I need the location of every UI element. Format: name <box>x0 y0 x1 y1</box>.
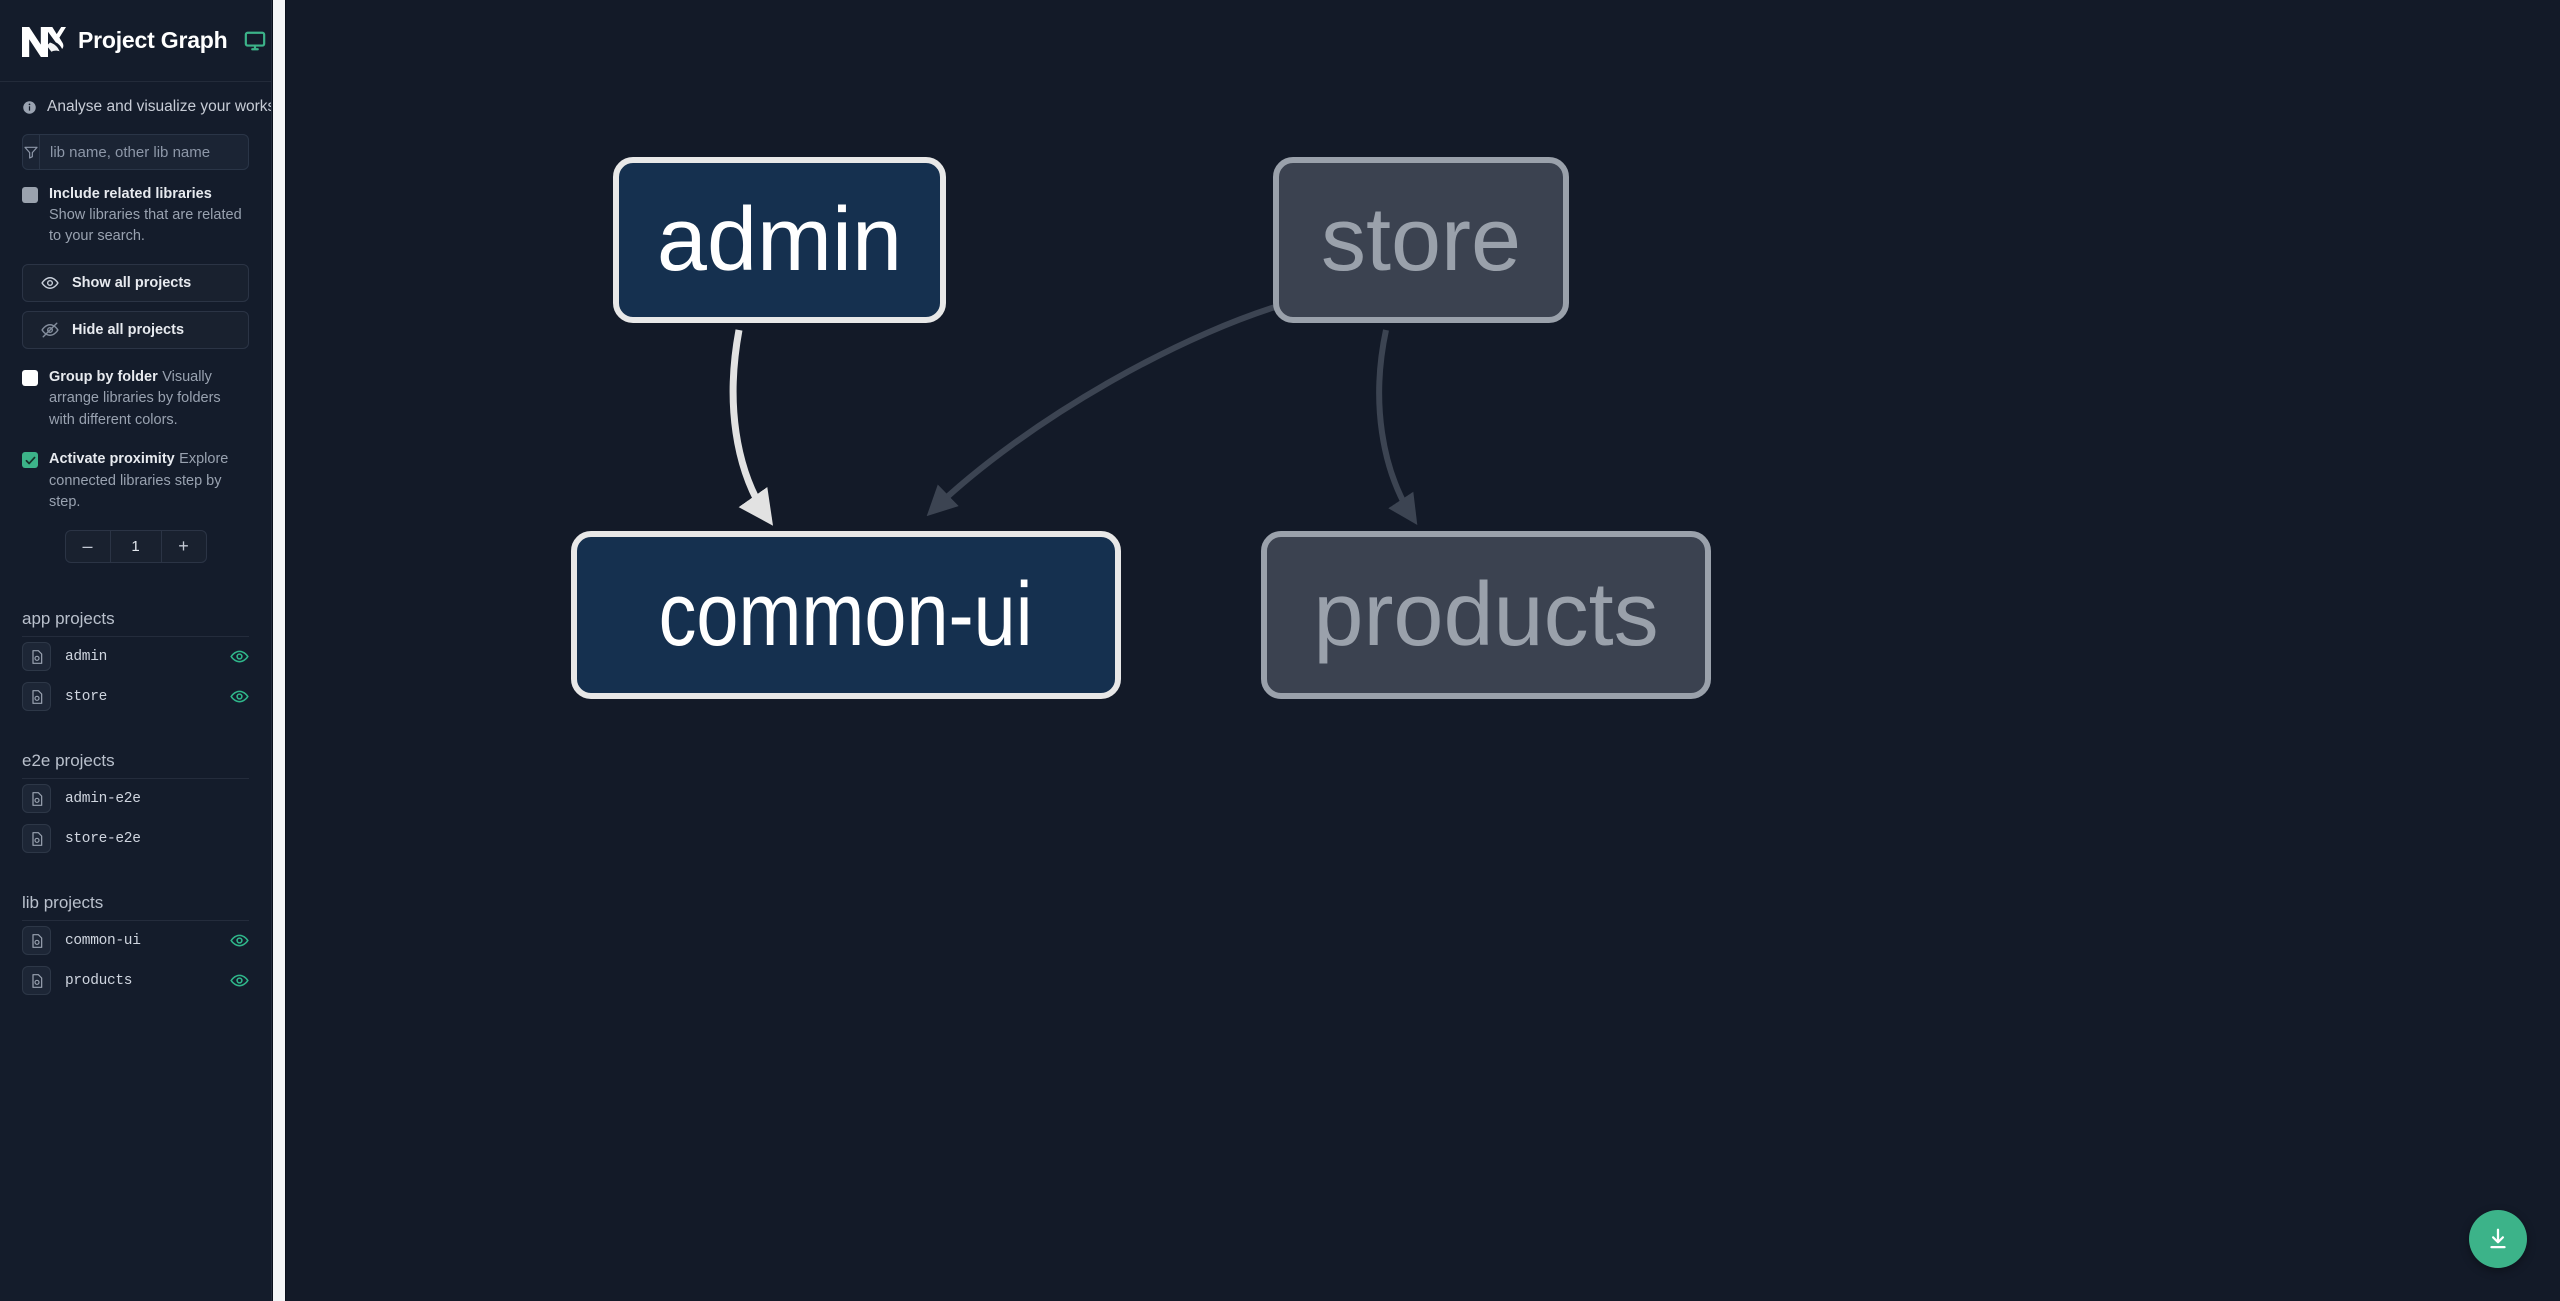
option-activate-proximity[interactable]: Activate proximity Explore connected lib… <box>0 431 271 513</box>
graph-edges-layer <box>729 297 1418 526</box>
graph-node-admin[interactable]: admin <box>613 157 946 323</box>
page-title: Project Graph <box>78 27 228 53</box>
project-name: products <box>65 972 133 989</box>
list-item[interactable]: common-ui <box>22 921 249 961</box>
sidebar: Project Graph Analyse and visualize your… <box>0 0 272 1301</box>
download-graph-button[interactable] <box>2469 1210 2527 1268</box>
checkbox-include-related-libraries[interactable] <box>22 187 38 203</box>
project-file-icon <box>22 682 51 712</box>
section-title: e2e projects <box>22 751 249 779</box>
section-title: app projects <box>22 609 249 637</box>
graph-node-label: products <box>1313 565 1659 665</box>
option-include-related-libraries[interactable]: Include related libraries Show libraries… <box>0 170 271 248</box>
graph-node-products[interactable]: products <box>1261 531 1711 699</box>
hide-all-wrap: Hide all projects <box>0 302 271 349</box>
project-file-icon <box>22 966 51 996</box>
checkmark-icon <box>25 456 35 465</box>
eye-icon[interactable] <box>230 687 249 706</box>
tagline-text: Analyse and visualize your workspace. <box>47 98 272 115</box>
graph-node-label: common-ui <box>659 565 1033 665</box>
file-glyph-icon <box>31 791 42 806</box>
project-name: admin-e2e <box>65 790 141 807</box>
list-item[interactable]: store-e2e <box>22 819 249 859</box>
option-label: Include related libraries <box>49 186 212 202</box>
eye-icon[interactable] <box>230 647 249 666</box>
graph-node-store[interactable]: store <box>1273 157 1569 323</box>
sidebar-resizer[interactable] <box>272 0 286 1301</box>
graph-node-label: store <box>1320 190 1522 290</box>
proximity-stepper-wrap: – 1 + <box>0 514 271 563</box>
edge-admin-to-common-ui <box>729 329 774 526</box>
project-name: store-e2e <box>65 830 141 847</box>
monitor-icon[interactable] <box>244 30 266 52</box>
edge-store-to-common-ui <box>926 297 1300 517</box>
graph-canvas[interactable]: admin store common-ui products <box>286 0 2560 1301</box>
eye-icon[interactable] <box>230 971 249 990</box>
section-e2e-projects: e2e projects admin-e2e store-e2 <box>0 751 271 859</box>
section-title: lib projects <box>22 893 249 921</box>
checkbox-activate-proximity[interactable] <box>22 452 38 469</box>
option-description: Explore connected libraries step by step… <box>49 451 229 511</box>
proximity-stepper[interactable]: – 1 + <box>64 529 207 563</box>
edge-store-to-products <box>1376 329 1418 526</box>
search-box[interactable] <box>22 134 249 170</box>
option-label: Activate proximity <box>49 451 175 468</box>
sidebar-header: Project Graph <box>0 0 271 82</box>
project-name: store <box>65 688 108 705</box>
project-file-icon <box>22 824 51 854</box>
proximity-value: 1 <box>131 537 140 555</box>
file-glyph-icon <box>31 973 42 988</box>
project-file-icon <box>22 926 51 956</box>
list-item[interactable]: products <box>22 961 249 1001</box>
option-description: Show libraries that are related to your … <box>49 207 242 245</box>
file-glyph-icon <box>31 831 42 846</box>
section-lib-projects: lib projects common-ui <box>0 893 271 1001</box>
eye-icon[interactable] <box>230 931 249 950</box>
show-all-projects-label: Show all projects <box>72 274 192 291</box>
file-glyph-icon <box>31 689 42 704</box>
checkbox-group-by-folder[interactable] <box>22 369 38 386</box>
proximity-increment-button[interactable]: + <box>160 530 206 562</box>
project-name: common-ui <box>65 932 141 949</box>
section-app-projects: app projects admin <box>0 609 271 717</box>
eye-icon <box>41 276 59 289</box>
funnel-filter-icon[interactable] <box>23 135 40 169</box>
funnel-icon-glyph <box>24 146 38 159</box>
nx-logo-icon <box>22 26 66 57</box>
proximity-decrement-button[interactable]: – <box>66 530 111 562</box>
option-label: Group by folder <box>49 368 158 385</box>
info-icon <box>23 100 36 114</box>
hide-all-projects-button[interactable]: Hide all projects <box>22 310 249 349</box>
list-item[interactable]: store <box>22 677 249 717</box>
graph-node-label: admin <box>656 190 903 290</box>
hide-all-projects-label: Hide all projects <box>72 321 185 338</box>
file-glyph-icon <box>31 933 42 948</box>
option-group-by-folder[interactable]: Group by folder Visually arrange librari… <box>0 349 271 431</box>
tagline-row: Analyse and visualize your workspace. <box>0 82 271 128</box>
search-input[interactable] <box>40 135 248 169</box>
project-file-icon <box>22 784 51 814</box>
show-all-wrap: Show all projects <box>0 248 271 302</box>
list-item[interactable]: admin-e2e <box>22 779 249 819</box>
project-name: admin <box>65 648 108 665</box>
show-all-projects-button[interactable]: Show all projects <box>22 263 249 302</box>
download-icon <box>2490 1228 2506 1249</box>
search-wrap <box>0 128 271 170</box>
option-description: Visually arrange libraries by folders wi… <box>49 368 221 428</box>
eye-off-icon <box>41 322 59 338</box>
list-item[interactable]: admin <box>22 637 249 677</box>
graph-node-common-ui[interactable]: common-ui <box>571 531 1121 699</box>
file-glyph-icon <box>31 649 42 664</box>
project-file-icon <box>22 642 51 672</box>
